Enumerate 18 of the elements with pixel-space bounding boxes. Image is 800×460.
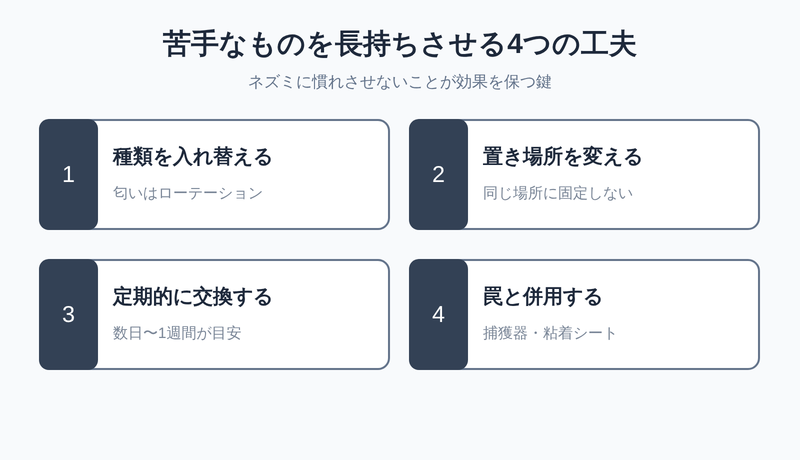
card-heading: 種類を入れ替える <box>113 145 273 169</box>
card-heading: 置き場所を変える <box>483 145 643 169</box>
card-description: 同じ場所に固定しない <box>483 184 633 204</box>
tip-card <box>409 119 760 230</box>
card-description: 匂いはローテーション <box>113 184 263 204</box>
number-tab: 1 <box>39 119 98 230</box>
tip-card <box>39 259 390 370</box>
number-tab: 3 <box>39 259 98 370</box>
card-description: 数日〜1週間が目安 <box>113 324 242 344</box>
number-tab: 2 <box>409 119 468 230</box>
card-heading: 定期的に交換する <box>113 285 273 309</box>
card-heading: 罠と併用する <box>483 285 603 309</box>
number-tab: 4 <box>409 259 468 370</box>
subtitle: ネズミに慣れさせないことが効果を保つ鍵 <box>248 72 552 93</box>
tip-card <box>39 119 390 230</box>
tip-card <box>409 259 760 370</box>
card-description: 捕獲器・粘着シート <box>483 324 618 344</box>
title: 苦手なものを長持ちさせる4つの工夫 <box>163 27 637 61</box>
